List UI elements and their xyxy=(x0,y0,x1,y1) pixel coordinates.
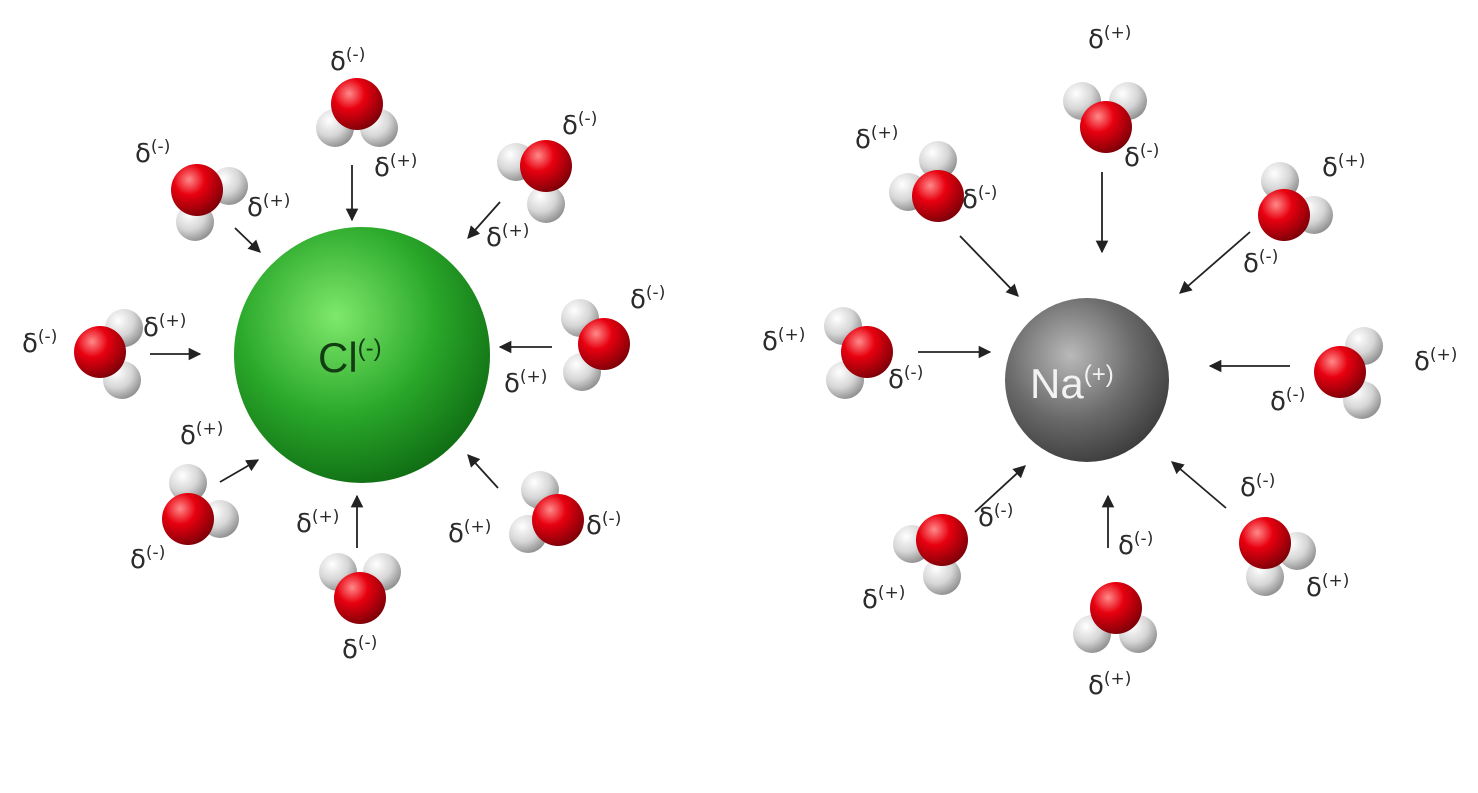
attraction-arrow xyxy=(467,454,499,489)
oxygen-atom xyxy=(916,514,968,566)
partial-negative-label: δ(-) xyxy=(135,137,170,169)
partial-positive-label: δ(+) xyxy=(862,583,905,615)
chloride-charge: (-) xyxy=(358,335,382,362)
oxygen-atom xyxy=(1239,517,1291,569)
oxygen-atom xyxy=(520,140,572,192)
sodium-charge: (+) xyxy=(1084,361,1114,388)
partial-charge-labels: δ(-) δ(+) δ(-) δ(+) δ(-) δ(+) δ(-) δ(+) δ(-) δ(+)… xyxy=(22,23,1457,701)
partial-positive-label: δ(+) xyxy=(486,221,529,253)
partial-positive-label: δ(+) xyxy=(1414,345,1457,377)
water-molecule xyxy=(319,553,401,624)
partial-negative-label: δ(-) xyxy=(1124,141,1159,173)
partial-negative-label: δ(-) xyxy=(22,327,57,359)
partial-negative-label: δ(-) xyxy=(1118,529,1153,561)
hydrogen-atom xyxy=(169,464,207,502)
partial-negative-label: δ(-) xyxy=(888,363,923,395)
svg-text:Cl(-): Cl(-) xyxy=(318,334,382,381)
oxygen-atom xyxy=(171,164,223,216)
water-molecule xyxy=(1239,517,1316,596)
water-molecule xyxy=(171,164,248,241)
attraction-arrow xyxy=(959,235,1019,297)
attraction-arrow xyxy=(467,201,501,239)
partial-negative-label: δ(-) xyxy=(342,633,377,665)
partial-negative-label: δ(-) xyxy=(562,109,597,141)
partial-positive-label: δ(+) xyxy=(762,325,805,357)
partial-negative-label: δ(-) xyxy=(586,509,621,541)
partial-positive-label: δ(+) xyxy=(1088,23,1131,55)
water-molecule xyxy=(1258,162,1333,241)
oxygen-atom xyxy=(841,326,893,378)
partial-negative-label: δ(-) xyxy=(630,283,665,315)
oxygen-atom xyxy=(1258,189,1310,241)
water-molecule xyxy=(1073,582,1157,653)
chloride-symbol: Cl xyxy=(318,334,358,381)
attraction-arrow xyxy=(234,227,261,253)
partial-negative-label: δ(-) xyxy=(978,501,1013,533)
water-molecule xyxy=(893,514,968,595)
partial-positive-label: δ(+) xyxy=(1088,669,1131,701)
oxygen-atom xyxy=(532,494,584,546)
partial-positive-label: δ(+) xyxy=(448,517,491,549)
oxygen-atom xyxy=(1080,101,1132,153)
partial-positive-label: δ(+) xyxy=(1322,151,1365,183)
attraction-arrows xyxy=(150,165,1290,548)
oxygen-atom xyxy=(331,78,383,130)
partial-negative-label: δ(-) xyxy=(962,183,997,215)
chloride-ion: Cl(-) xyxy=(234,227,490,483)
oxygen-atom xyxy=(334,572,386,624)
oxygen-atom xyxy=(1090,582,1142,634)
water-molecule xyxy=(889,141,964,222)
hydrogen-atom xyxy=(527,185,565,223)
svg-text:Na(+): Na(+) xyxy=(1030,360,1114,407)
attraction-arrow xyxy=(974,465,1026,513)
attraction-arrow xyxy=(219,459,260,483)
partial-positive-label: δ(+) xyxy=(1306,571,1349,603)
oxygen-atom xyxy=(1314,346,1366,398)
oxygen-atom xyxy=(578,318,630,370)
partial-negative-label: δ(-) xyxy=(1270,385,1305,417)
oxygen-atom xyxy=(74,326,126,378)
water-molecule xyxy=(74,309,143,399)
oxygen-atom xyxy=(912,170,964,222)
water-molecule xyxy=(316,78,398,147)
water-molecule xyxy=(561,299,630,391)
partial-negative-label: δ(-) xyxy=(330,45,365,77)
partial-positive-label: δ(+) xyxy=(180,419,223,451)
water-molecule xyxy=(497,140,572,223)
partial-negative-label: δ(-) xyxy=(1243,247,1278,279)
partial-positive-label: δ(+) xyxy=(504,367,547,399)
water-molecule xyxy=(1314,327,1383,419)
water-molecules xyxy=(74,78,1383,653)
hydrogen-atom xyxy=(923,557,961,595)
water-molecule xyxy=(509,471,584,553)
hydrogen-atom xyxy=(919,141,957,179)
partial-negative-label: δ(-) xyxy=(1240,471,1275,503)
water-molecule xyxy=(824,307,893,399)
hydrogen-atom xyxy=(1246,558,1284,596)
oxygen-atom xyxy=(162,493,214,545)
partial-positive-label: δ(+) xyxy=(296,507,339,539)
attraction-arrow xyxy=(1179,231,1251,294)
partial-positive-label: δ(+) xyxy=(855,123,898,155)
attraction-arrow xyxy=(1171,461,1227,509)
sodium-symbol: Na xyxy=(1030,360,1084,407)
partial-negative-label: δ(-) xyxy=(130,543,165,575)
water-molecule xyxy=(1063,82,1147,153)
partial-positive-label: δ(+) xyxy=(143,311,186,343)
partial-positive-label: δ(+) xyxy=(247,191,290,223)
sodium-ion: Na(+) xyxy=(1005,298,1169,462)
partial-positive-label: δ(+) xyxy=(374,151,417,183)
water-molecule xyxy=(162,464,239,545)
